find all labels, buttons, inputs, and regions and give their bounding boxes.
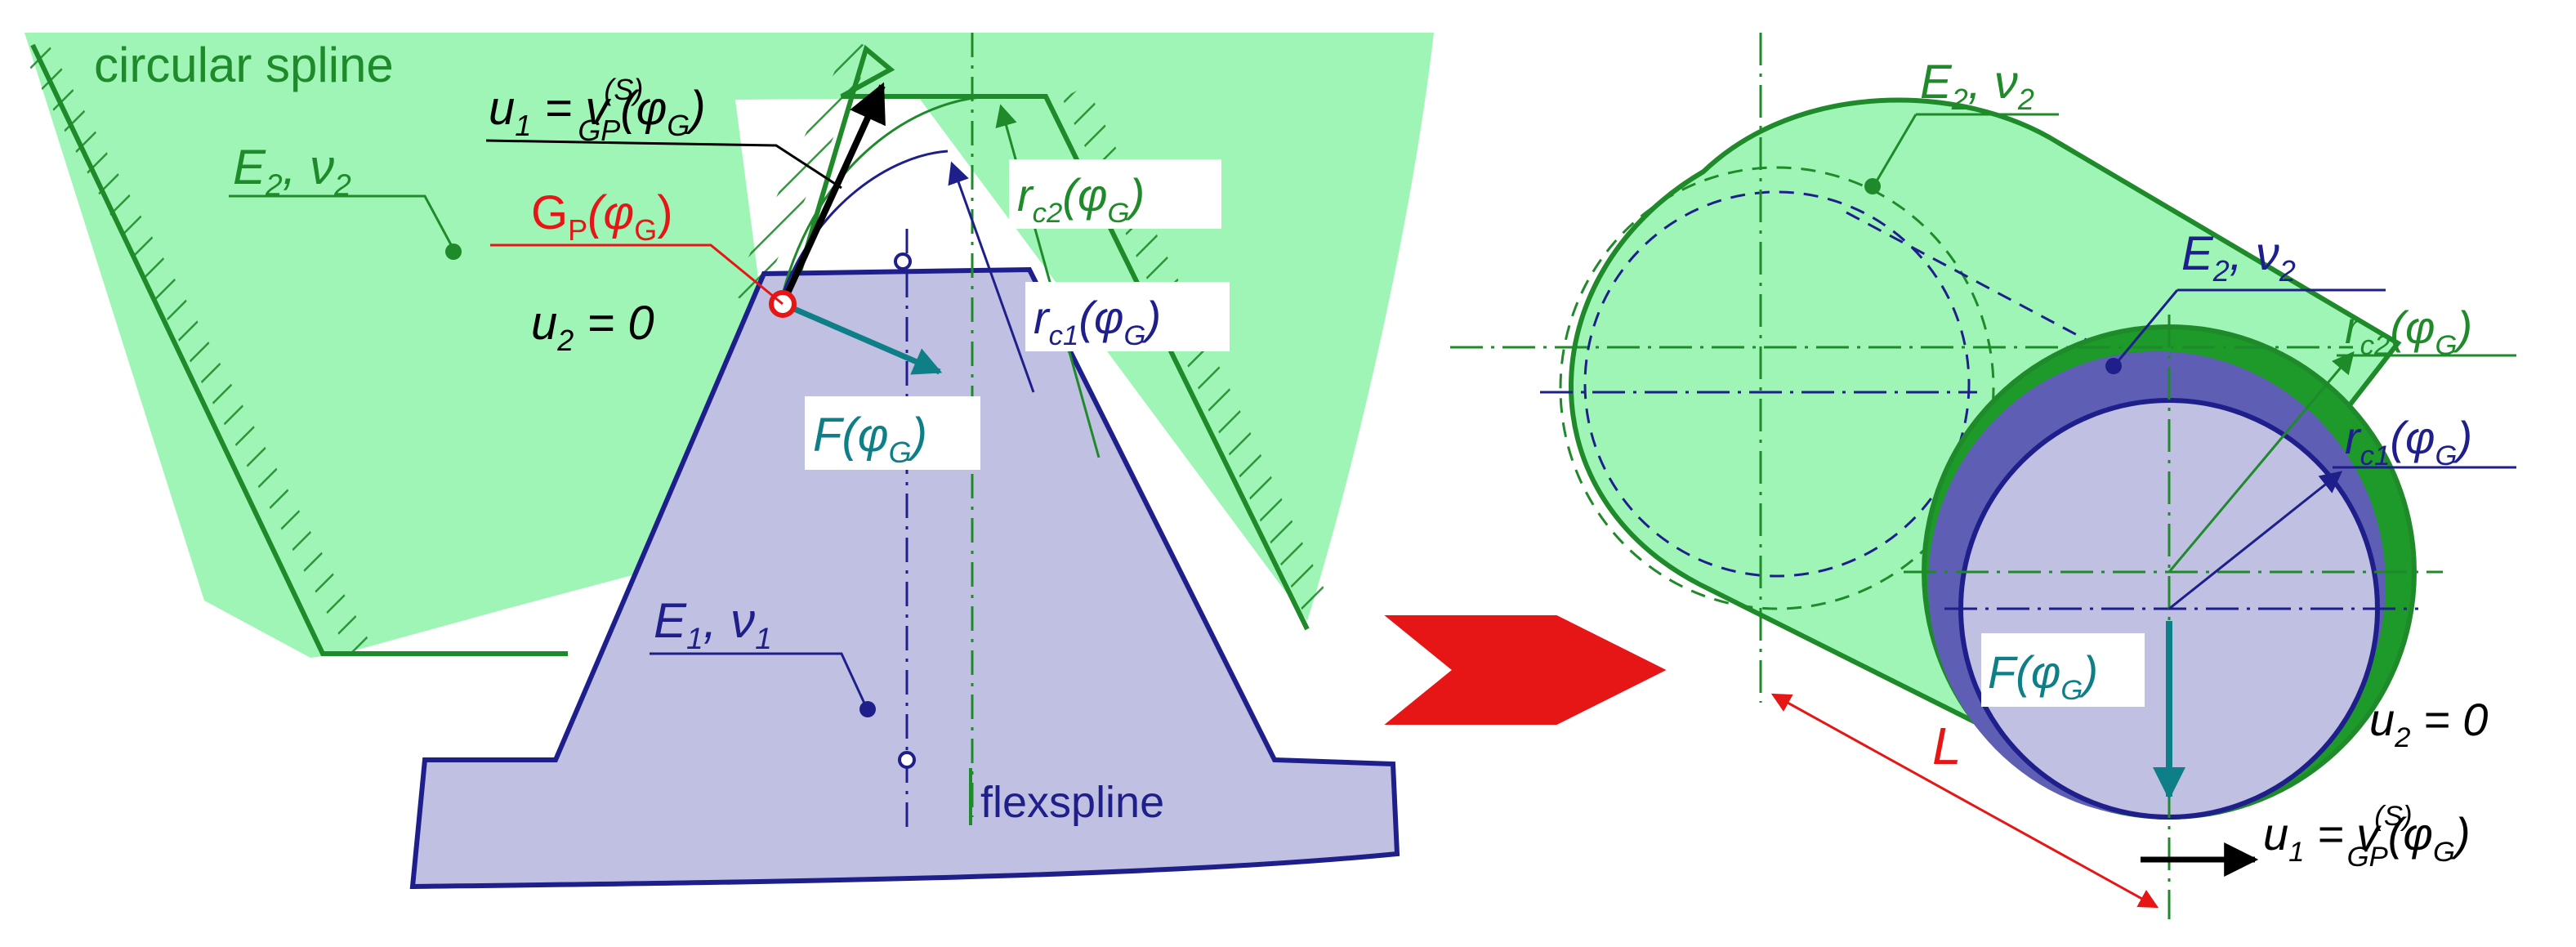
u2-label: u2 = 0 — [531, 297, 654, 357]
gp-label: GP(φG) — [531, 186, 673, 247]
right-e2-blue-label: E2, ν2 — [2181, 227, 2296, 288]
e2-label: E2, ν2 — [233, 140, 351, 202]
e1-label: E1, ν1 — [654, 593, 772, 655]
u1-arrow — [779, 82, 886, 306]
flexspline-label: flexspline — [980, 778, 1164, 827]
gp-leader — [490, 243, 784, 306]
rc1-radius-arrow — [2168, 471, 2343, 610]
rc2-arc — [781, 95, 993, 295]
rc2-label-box — [1009, 159, 1221, 229]
right-e2-green-label: E2, ν2 — [1920, 56, 2034, 116]
length-label: L — [1932, 717, 1962, 775]
far-end-ellipse — [1559, 166, 1995, 610]
right-e2-green-leader — [1873, 113, 2059, 185]
pitch-point-top — [894, 252, 912, 270]
u1-leader — [485, 139, 842, 190]
right-force-label: F(φG) — [1988, 646, 2098, 706]
e1-material-dot — [859, 701, 876, 717]
right-rc2-label: rc2(φG) — [2345, 302, 2472, 361]
length-dimension — [1770, 693, 2159, 909]
rc1-arrow — [948, 161, 1035, 393]
right-e2-green-dot — [1864, 178, 1881, 194]
right-force-label-box — [1981, 633, 2145, 707]
far-end-circle — [1583, 190, 1971, 578]
right-e2-blue-dot — [2105, 358, 2122, 374]
rc1-arc — [781, 150, 949, 295]
rc2-label: rc2(φG) — [1017, 169, 1145, 229]
far-tangent-dashed — [1846, 211, 2109, 353]
flexspline-body — [409, 266, 1400, 890]
left-gear-contact: circular spline flexspline E2, ν2 E1, ν1… — [25, 33, 1434, 890]
transition-chevron-icon — [1384, 615, 1667, 725]
right-cylinder-model: E2, ν2 E2, ν2 rc2(φG) rc1(φG) F(φG) u2 =… — [1450, 33, 2516, 919]
force-arrow — [787, 303, 943, 375]
right-e2-blue-leader — [2114, 288, 2386, 364]
force-label-box — [805, 396, 980, 470]
rc2-radius-arrow — [2168, 351, 2355, 573]
force-label: F(φG) — [813, 409, 927, 469]
right-u1-label: u1 = v(S)GP(φG) — [2263, 801, 2471, 873]
circular-spline-label: circular spline — [94, 38, 394, 92]
e2-material-dot — [445, 243, 462, 260]
e1-leader — [650, 652, 868, 708]
rc1-label: rc1(φG) — [1034, 292, 1161, 351]
rc1-label-box — [1025, 282, 1230, 351]
e2-leader — [229, 194, 455, 250]
right-u2-label: u2 = 0 — [2369, 694, 2488, 753]
right-rc1-label: rc1(φG) — [2345, 412, 2472, 471]
u1-label: u1 = v(S)GP(φG) — [489, 73, 706, 147]
pitch-point-bottom — [898, 751, 916, 769]
